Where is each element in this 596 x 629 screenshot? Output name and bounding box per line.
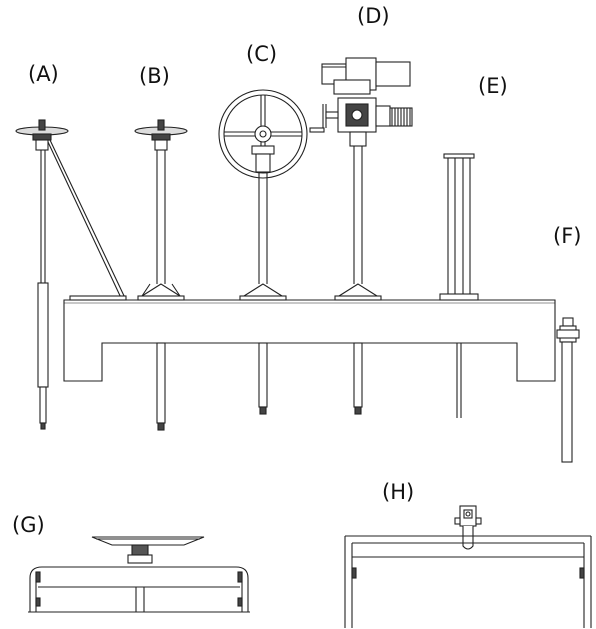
valve-a <box>15 119 127 430</box>
valve-d <box>309 57 413 415</box>
detail-h <box>344 505 592 628</box>
detail-g <box>28 536 250 613</box>
label-b: (B) <box>139 64 170 88</box>
label-f: (F) <box>553 224 582 248</box>
label-h: (H) <box>382 480 415 504</box>
main-frame <box>63 299 556 382</box>
valve-f <box>556 317 580 463</box>
label-a: (A) <box>28 62 59 86</box>
valve-e <box>439 153 479 418</box>
label-g: (G) <box>12 513 45 537</box>
label-d: (D) <box>357 4 390 28</box>
label-c: (C) <box>246 42 278 66</box>
valve-c <box>218 89 308 415</box>
valve-b <box>134 119 188 431</box>
label-e: (E) <box>478 74 508 98</box>
